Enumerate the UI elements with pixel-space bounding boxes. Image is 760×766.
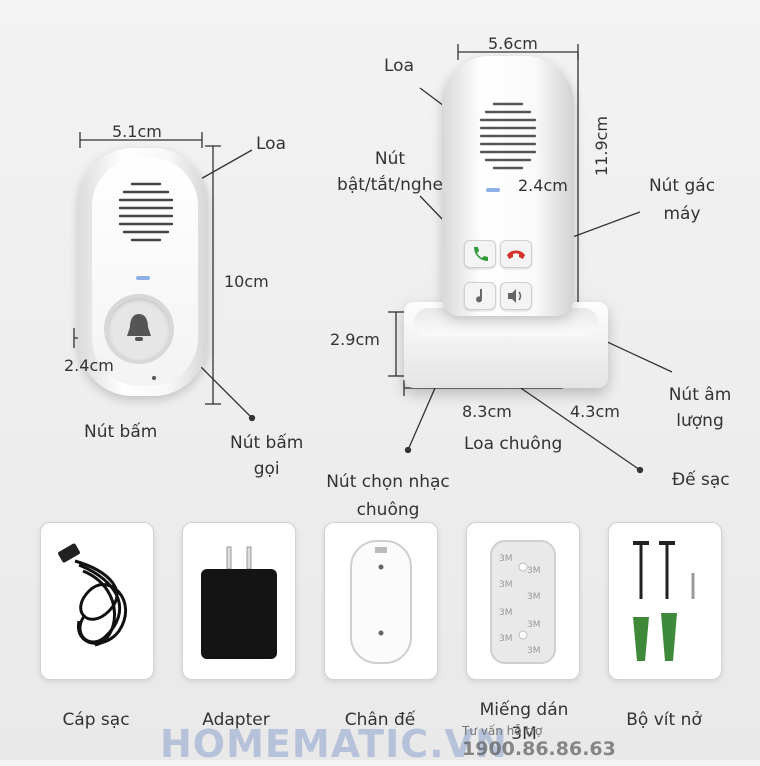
accessory-adapter-box	[182, 522, 296, 680]
dock-label: Đế sạc	[672, 470, 730, 490]
volume-button-label: Nút âm lượng	[668, 385, 732, 431]
left-speaker-label: Loa	[256, 134, 286, 154]
dock-height-dim: 2.9cm	[330, 330, 380, 349]
accessory-cable-box	[40, 522, 154, 680]
power-adapter-icon	[201, 546, 277, 659]
ringtone-key	[464, 282, 496, 310]
phone-green-icon	[474, 247, 488, 261]
adhesive-tape-icon: 3M 3M 3M 3M 3M 3M 3M 3M	[490, 540, 556, 664]
accessory-3m-box: 3M 3M 3M 3M 3M 3M 3M 3M	[466, 522, 580, 680]
status-led	[486, 188, 500, 192]
accessory-label-screws: Bộ vít nở	[626, 710, 702, 730]
phone-red-icon	[507, 250, 525, 259]
svg-text:3M: 3M	[499, 608, 513, 618]
hotline-label: Tư vấn hỗ trợ	[462, 724, 543, 738]
charging-dock	[404, 302, 608, 388]
accessory-label-adapter: Adapter	[202, 710, 270, 730]
volume-icon	[508, 289, 522, 303]
ringtone-select-label: Nút chọn nhạc chuông	[326, 472, 450, 520]
volume-key	[500, 282, 532, 310]
accessory-label-stand: Chân đế	[344, 710, 416, 730]
accessory-stand-box	[324, 522, 438, 680]
brand-logo: HOMEMATIC.VN	[160, 722, 508, 766]
hangup-key	[500, 240, 532, 268]
hotline-number: 1900.86.86.63	[462, 738, 616, 760]
bell-icon	[127, 314, 151, 341]
receiver-unit	[442, 56, 574, 316]
right-height-dim: 11.9cm	[592, 115, 611, 176]
ringtone-speaker-label: Loa chuông	[464, 434, 563, 454]
power-button-label: Nút bật/tắt/nghe	[337, 149, 443, 195]
call-button	[104, 294, 174, 364]
call-button-label: Nút bấm gọi	[230, 433, 304, 479]
dock-width-dim: 8.3cm	[462, 402, 512, 421]
right-depth-dim: 2.4cm	[518, 176, 568, 195]
svg-text:3M: 3M	[499, 554, 513, 564]
wall-mount-icon	[350, 540, 412, 664]
svg-text:3M: 3M	[499, 580, 513, 590]
accessory-label-3m: Miếng dán 3M	[479, 700, 569, 744]
svg-text:3M: 3M	[527, 620, 541, 630]
status-led	[136, 276, 150, 280]
mic-hole	[152, 376, 156, 380]
dock-depth-dim: 4.3cm	[570, 402, 620, 421]
speaker-grille-icon	[479, 102, 537, 170]
push-button-unit	[78, 148, 208, 396]
left-width-dim: 5.1cm	[112, 122, 162, 141]
speaker-grille-icon	[118, 182, 174, 242]
accessory-screws-box	[608, 522, 722, 680]
left-depth-dim: 2.4cm	[64, 356, 114, 375]
svg-text:3M: 3M	[527, 592, 541, 602]
left-height-dim: 10cm	[224, 272, 269, 291]
answer-key	[464, 240, 496, 268]
hangup-button-label: Nút gác máy	[648, 176, 716, 224]
accessory-label-cable: Cáp sạc	[62, 710, 130, 730]
usb-cable-icon	[58, 543, 127, 647]
right-width-dim: 5.6cm	[488, 34, 538, 53]
screws-anchors-icon	[633, 541, 695, 661]
left-button-label: Nút bấm	[84, 422, 158, 442]
svg-text:3M: 3M	[499, 634, 513, 644]
music-note-icon	[476, 289, 483, 303]
right-speaker-label: Loa	[384, 56, 414, 76]
svg-text:3M: 3M	[527, 646, 541, 656]
svg-text:3M: 3M	[527, 566, 541, 576]
